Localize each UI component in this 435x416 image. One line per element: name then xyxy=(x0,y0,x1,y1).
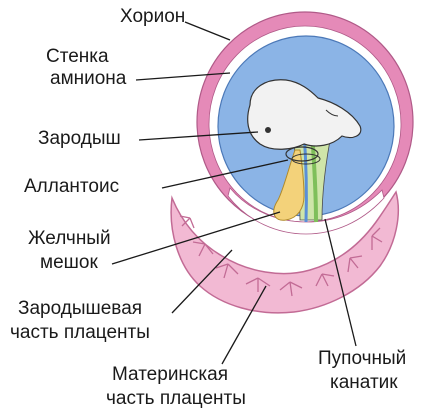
label-maternal-placenta-1: Материнская xyxy=(112,364,228,386)
label-embryo: Зародыш xyxy=(38,128,121,150)
label-umbilical-cord-1: Пупочный xyxy=(318,348,406,370)
embryo-eye xyxy=(265,127,271,133)
label-yolk-sac-1: Желчный xyxy=(28,228,111,250)
label-fetal-placenta-1: Зародышевая xyxy=(18,298,142,320)
label-yolk-sac-2: мешок xyxy=(40,252,98,274)
label-allantois: Аллантоис xyxy=(24,176,119,198)
label-maternal-placenta-2: часть плаценты xyxy=(106,388,246,410)
label-umbilical-cord-2: канатик xyxy=(330,372,398,394)
label-fetal-placenta-2: часть плаценты xyxy=(10,322,150,344)
label-chorion: Хорион xyxy=(120,6,185,28)
label-amnion-wall-2: амниона xyxy=(50,68,126,90)
label-amnion-wall-1: Стенка xyxy=(46,46,109,68)
